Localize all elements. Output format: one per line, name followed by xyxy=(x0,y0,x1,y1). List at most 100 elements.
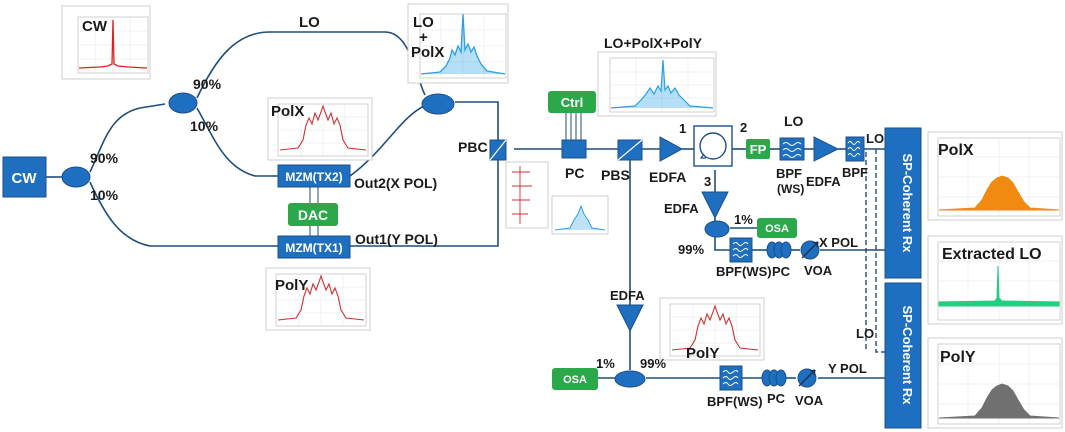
lo-polx-poly-spectrum-plot xyxy=(597,51,717,117)
bpf-ws-label-line1: BPF xyxy=(776,166,802,181)
mzm-tx2 xyxy=(277,164,351,188)
voa-x-label: VOA xyxy=(804,263,833,278)
edfa-main-label: EDFA xyxy=(649,169,686,185)
pct99-y-label: 99% xyxy=(640,356,666,371)
pc-component xyxy=(561,139,587,159)
poly-lower-trace xyxy=(671,304,759,351)
cw-spectrum-plot xyxy=(61,5,151,80)
pc-x xyxy=(766,241,792,259)
circulator-ring xyxy=(699,132,727,160)
poly-spectrum-label: PolY xyxy=(275,277,308,294)
port-2: 2 xyxy=(740,120,747,135)
coherent-rx-bottom xyxy=(884,282,922,429)
pct1-x-label: 1% xyxy=(734,212,753,227)
split-10-left: 10% xyxy=(90,187,119,203)
mzm-tx1 xyxy=(277,235,351,259)
poly-lower-spectrum-plot xyxy=(659,297,765,361)
edfa-y xyxy=(616,304,644,333)
lo-polx-trace xyxy=(420,13,506,75)
result-polx-plot xyxy=(927,131,1063,221)
voa-y-label: VOA xyxy=(795,393,824,408)
pct99-x-label: 99% xyxy=(678,242,704,257)
split-90-top: 90% xyxy=(193,76,222,92)
out2-label: Out2(X POL) xyxy=(354,175,437,191)
mzm-tx2-label: MZM(TX2) xyxy=(285,170,342,184)
polx-tx-spectrum-plot xyxy=(267,97,373,161)
voa-x xyxy=(800,240,820,260)
bpf-ws-x-icon xyxy=(732,242,749,258)
voa-y xyxy=(797,368,817,388)
cw-spectrum-trace xyxy=(78,19,148,69)
coupler-lo-split xyxy=(168,92,198,114)
polx-spectrum-label: PolX xyxy=(271,103,304,120)
tap-y xyxy=(614,370,646,388)
result-poly-plot xyxy=(927,337,1063,429)
pbs-diagonal xyxy=(617,139,643,161)
bpf-ws-y-icon xyxy=(722,370,739,386)
osa-y xyxy=(552,368,598,390)
lo-polx-label-line2: + xyxy=(419,29,428,46)
result-lo-trace xyxy=(938,265,1060,307)
pbc-diagonal xyxy=(489,139,507,161)
pct1-y-label: 1% xyxy=(596,356,615,371)
coherent-rx-top xyxy=(884,127,922,279)
x-pol-label: X POL xyxy=(819,235,858,250)
pbc-inset-spectra xyxy=(505,161,609,235)
bpf-ws-y-label: BPF(WS) xyxy=(707,394,763,409)
pc-x-label: PC xyxy=(772,264,791,279)
poly-tx-spectrum-plot xyxy=(265,267,371,331)
lo-polx-poly-trace xyxy=(610,59,714,109)
tap-x xyxy=(704,220,730,238)
lo-polx-spectrum-plot xyxy=(407,3,509,84)
pc-y xyxy=(761,369,787,387)
lo-polx-poly-label: LO+PolX+PolY xyxy=(604,35,703,51)
coupler-lo-combine xyxy=(421,93,455,115)
poly-tx-trace xyxy=(277,274,365,321)
edfa-right xyxy=(813,136,840,162)
lo-polx-label-line1: LO xyxy=(413,14,434,31)
result-polx-trace xyxy=(938,175,1060,211)
osa-x xyxy=(757,218,797,238)
bpf-right-label: BPF xyxy=(842,165,868,180)
bpf-ws-icon xyxy=(782,142,802,158)
fiber-connections xyxy=(46,31,885,379)
poly-lower-label: PolY xyxy=(686,345,719,362)
y-pol-label: Y POL xyxy=(828,361,867,376)
edfa-x-label: EDFA xyxy=(664,201,699,216)
osa-y-label: OSA xyxy=(563,374,587,386)
edfa-x xyxy=(701,191,729,220)
dac-block xyxy=(288,203,338,226)
dac-label: DAC xyxy=(298,207,328,223)
edfa-right-label: EDFA xyxy=(806,174,841,189)
cw-source-label: CW xyxy=(12,170,38,187)
rx-bottom-label: SP-Coherent Rx xyxy=(900,306,915,406)
bpf-ws-x-label: BPF(WS) xyxy=(716,264,772,279)
edfa-y-label: EDFA xyxy=(610,288,645,303)
bpf-right-component xyxy=(845,136,865,162)
cw-spectrum-label: CW xyxy=(82,18,108,35)
result-lo-plot xyxy=(927,235,1063,325)
port-1: 1 xyxy=(679,121,686,136)
pc-y-label: PC xyxy=(767,391,786,406)
polx-tx-trace xyxy=(279,104,367,151)
osa-x-label: OSA xyxy=(765,223,789,235)
ctrl-block xyxy=(548,91,596,113)
edfa-main xyxy=(659,136,684,162)
fp-filter xyxy=(746,139,770,159)
out1-label: Out1(Y POL) xyxy=(355,231,438,247)
lo-right-label: LO xyxy=(784,113,804,129)
rx-top-label: SP-Coherent Rx xyxy=(900,154,915,254)
result-poly-trace xyxy=(938,383,1060,419)
bpf-right-icon xyxy=(847,141,861,157)
ctrl-label: Ctrl xyxy=(561,95,583,110)
split-90-left: 90% xyxy=(90,150,119,166)
pc-label: PC xyxy=(565,165,584,181)
pbs-label: PBS xyxy=(601,167,630,183)
mzm-tx1-label: MZM(TX1) xyxy=(285,241,342,255)
bpf-ws-x xyxy=(729,237,753,263)
result-polx-label: PolX xyxy=(938,142,974,159)
port-3: 3 xyxy=(704,174,711,189)
pbc-label: PBC xyxy=(458,139,488,155)
coupler-input xyxy=(61,166,91,188)
